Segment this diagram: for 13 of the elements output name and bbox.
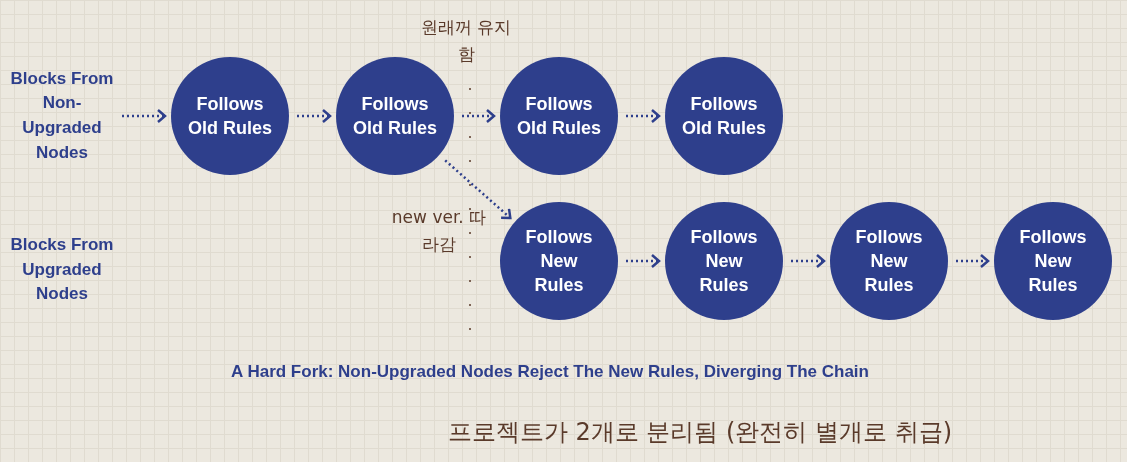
caption: A Hard Fork: Non-Upgraded Nodes Reject The New Rules, Diverging The Chain [230,361,870,383]
arrow [791,253,826,269]
arrow [956,253,990,269]
handwritten-note: 프로젝트가 2개로 분리됨 (완전히 별개로 취급) [446,417,954,448]
arrow [626,108,661,124]
row-label: Blocks From Non-Upgraded Nodes [10,66,114,166]
arrow [122,108,167,124]
handwritten-note: new ver. 따라감 [390,206,488,257]
arrow [626,253,661,269]
arrow [462,108,496,124]
row-label: Blocks From Upgraded Nodes [10,220,114,320]
arrow [444,159,512,220]
arrow [297,108,332,124]
